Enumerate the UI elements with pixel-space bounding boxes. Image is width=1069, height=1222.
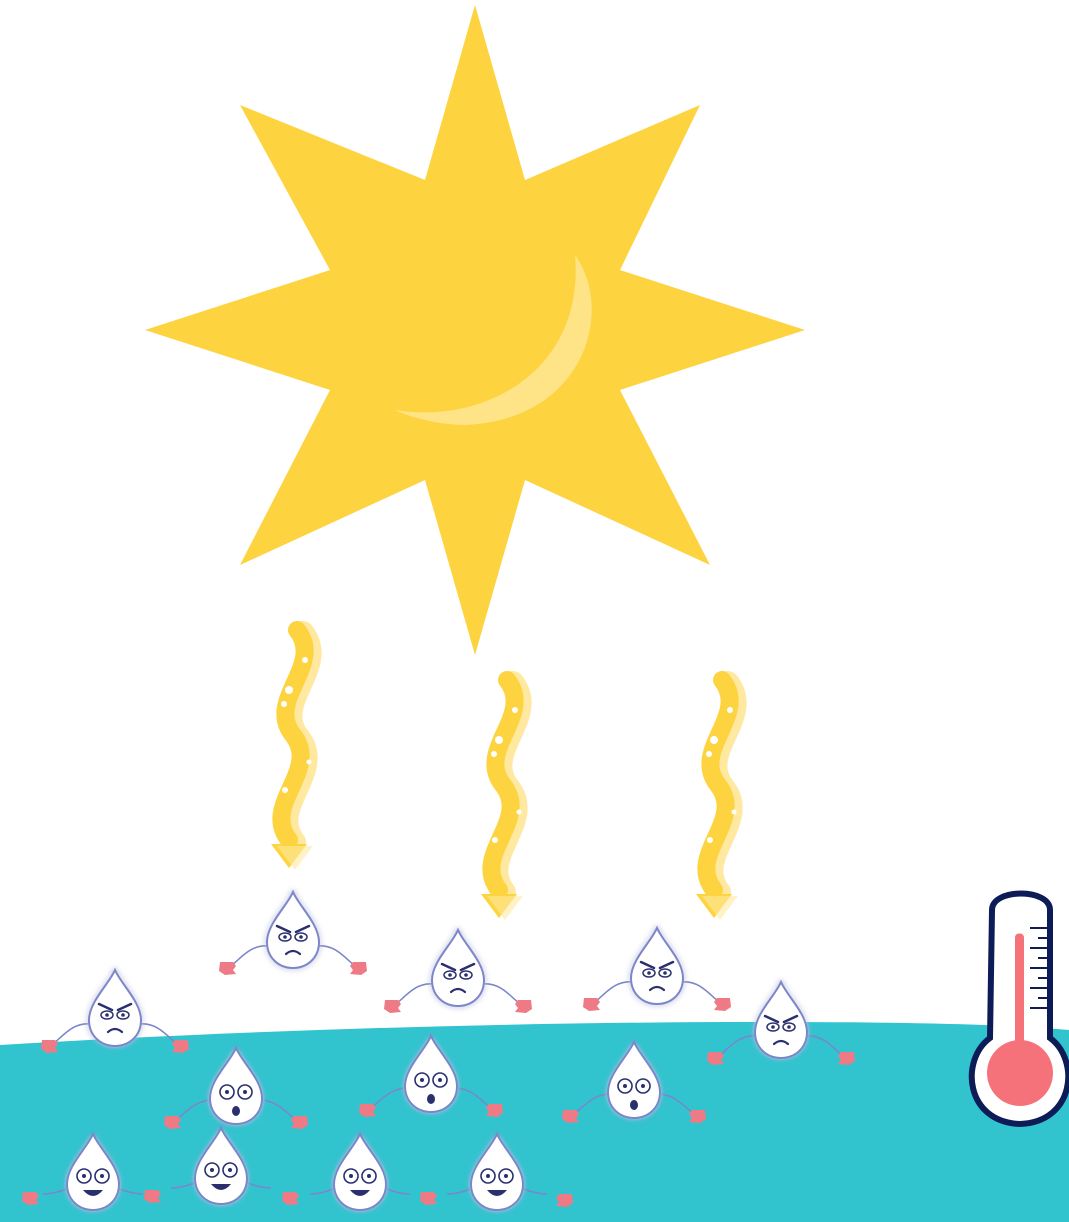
wavy-arrow-icon — [696, 680, 738, 920]
droplet-angry — [583, 928, 731, 1011]
wavy-arrow-icon — [481, 680, 523, 920]
thermometer-icon — [972, 894, 1068, 1125]
droplet-angry — [384, 930, 532, 1013]
droplet-angry — [219, 892, 367, 975]
sun-rays — [271, 630, 738, 920]
sun-icon — [145, 5, 805, 655]
wavy-arrow-icon — [271, 630, 313, 870]
